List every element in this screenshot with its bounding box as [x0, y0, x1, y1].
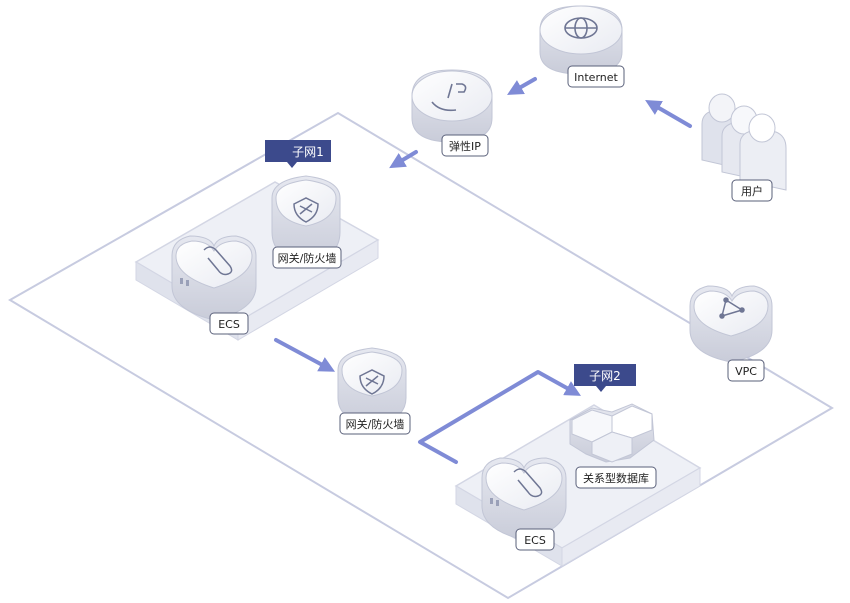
gateway1-label: 网关/防火墙 [278, 251, 337, 265]
eip-label: 弹性IP [449, 139, 481, 153]
shield-icon [359, 369, 385, 395]
ecs2-device: ECS [481, 457, 567, 551]
ip-icon [431, 83, 467, 112]
subnet2-label: 子网2 [589, 369, 621, 383]
vpc-boundary [8, 111, 834, 600]
arrow-ecs-to-gateway [274, 338, 336, 372]
rds-device: 关系型数据库 [569, 403, 657, 489]
server-icon [203, 246, 233, 276]
ecs1-device: ECS [171, 235, 257, 335]
subnet1-tag: 子网1 [265, 140, 331, 168]
ecs2-label: ECS [524, 534, 546, 547]
ecs1-label: ECS [218, 318, 240, 331]
flow-arrows [274, 77, 692, 464]
vpc-label: VPC [735, 365, 757, 378]
rds-label: 关系型数据库 [583, 471, 649, 485]
subnet2-tag: 子网2 [574, 364, 636, 392]
server-icon [513, 468, 543, 498]
user-label: 用户 [741, 184, 763, 198]
arrow-user-to-internet [645, 99, 692, 128]
user-group: 用户 [701, 93, 787, 202]
network-icon [719, 297, 745, 319]
gateway2-label: 网关/防火墙 [346, 417, 405, 431]
globe-icon [564, 17, 598, 39]
arrow-internet-to-eip [507, 77, 537, 95]
vpc-device: VPC [689, 285, 773, 382]
gateway2-device: 网关/防火墙 [337, 347, 411, 435]
gateway1-device: 网关/防火墙 [271, 175, 342, 269]
internet-device: Internet [539, 5, 625, 88]
arrow-gateway-to-subnet2 [418, 370, 581, 464]
user-icon [701, 93, 787, 191]
shield-icon [293, 197, 319, 223]
arrow-eip-to-subnet1 [389, 150, 418, 169]
eip-device: 弹性IP [411, 69, 493, 157]
subnet1-label: 子网1 [292, 145, 324, 159]
internet-label: Internet [574, 71, 618, 84]
